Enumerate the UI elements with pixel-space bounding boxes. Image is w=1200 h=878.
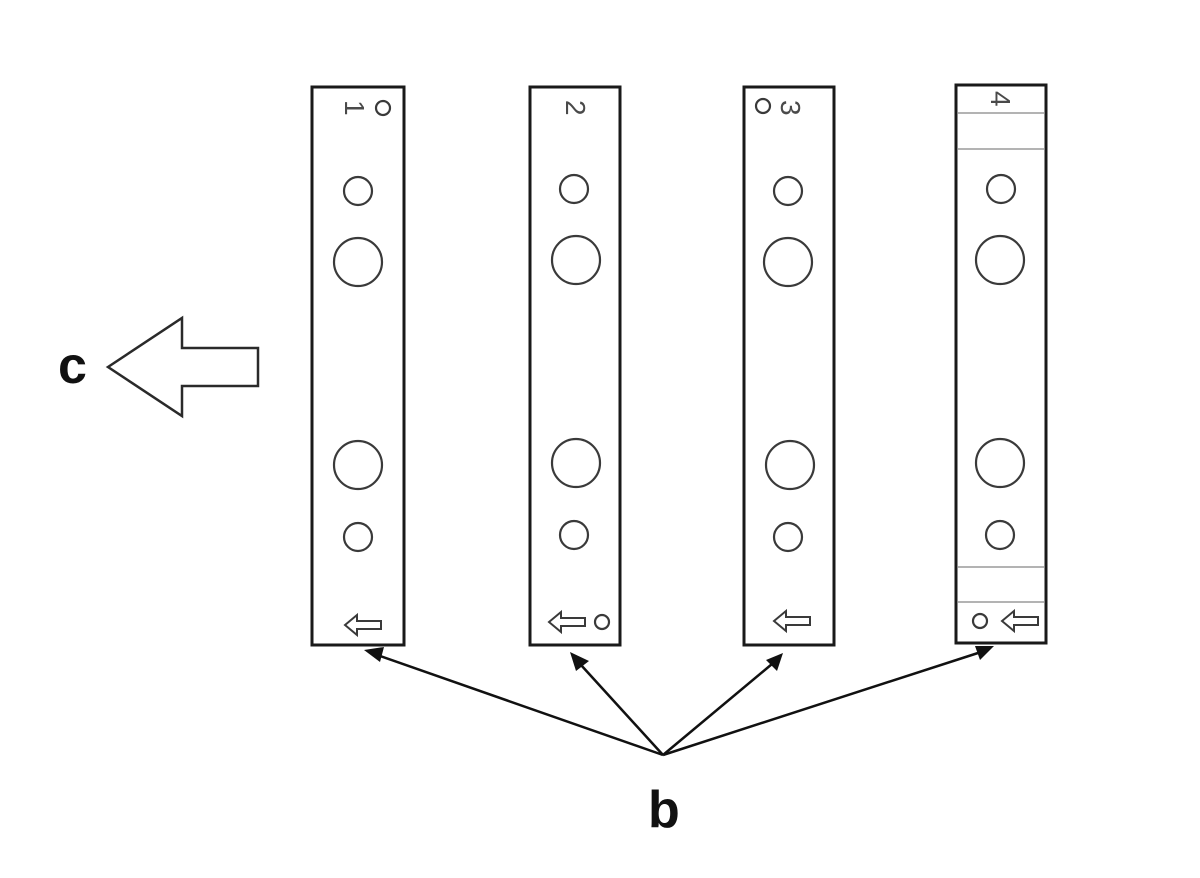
strip-4-large-hole-bottom bbox=[974, 437, 1026, 489]
strip-1-large-hole-top bbox=[332, 236, 384, 288]
strips-label: b bbox=[648, 781, 680, 839]
strip-3-direction-arrow-icon bbox=[772, 608, 811, 634]
direction-label: c bbox=[58, 337, 87, 395]
strip-1: 1 bbox=[310, 85, 406, 647]
leader-line-strip-3 bbox=[662, 663, 773, 756]
strip-2-small-hole-top bbox=[558, 173, 590, 205]
strip-4-small-hole-bottom bbox=[984, 519, 1016, 551]
strip-4-large-hole-top bbox=[974, 234, 1026, 286]
strip-4-small-hole-top bbox=[985, 173, 1017, 205]
strip-1-large-hole-bottom bbox=[332, 439, 384, 491]
leader-arrowhead-strip-1 bbox=[364, 647, 384, 662]
leader-arrowhead-strip-4 bbox=[975, 646, 994, 660]
direction-arrow bbox=[105, 315, 260, 419]
strip-1-small-hole-bottom bbox=[342, 521, 374, 553]
strip-4-direction-arrow-icon bbox=[1000, 608, 1039, 634]
strip-4-marker-hole bbox=[971, 612, 989, 630]
strip-2-number: 2 bbox=[560, 100, 591, 116]
strip-1-direction-arrow-icon bbox=[343, 612, 382, 638]
strip-3-large-hole-bottom bbox=[764, 439, 816, 491]
leader-line-strip-2 bbox=[580, 664, 664, 756]
leader-arrowhead-strip-3 bbox=[766, 653, 783, 671]
leader-arrowhead-strip-2 bbox=[570, 652, 589, 671]
strip-2-large-hole-top bbox=[550, 234, 602, 286]
strip-2: 2 bbox=[528, 85, 622, 647]
strip-2-marker-hole bbox=[593, 613, 611, 631]
strip-3-number: 3 bbox=[775, 100, 806, 116]
strip-1-outline bbox=[310, 85, 406, 647]
strip-2-small-hole-bottom bbox=[558, 519, 590, 551]
strip-4-number: 4 bbox=[985, 91, 1016, 107]
leader-lines bbox=[364, 646, 994, 757]
strip-2-direction-arrow-icon bbox=[547, 609, 586, 635]
strip-1-number: 1 bbox=[339, 100, 370, 116]
strip-3: 3 bbox=[742, 85, 836, 647]
strip-3-small-hole-bottom bbox=[772, 521, 804, 553]
strip-1-marker-hole bbox=[374, 99, 392, 117]
strip-3-outline bbox=[742, 85, 836, 647]
strip-3-large-hole-top bbox=[762, 236, 814, 288]
strip-3-marker-hole bbox=[754, 97, 772, 115]
leader-line-strip-1 bbox=[379, 654, 664, 757]
strip-3-small-hole-top bbox=[772, 175, 804, 207]
leader-line-strip-4 bbox=[662, 651, 979, 757]
strip-4-outline bbox=[954, 83, 1048, 645]
strip-2-large-hole-bottom bbox=[550, 437, 602, 489]
strip-1-small-hole-top bbox=[342, 175, 374, 207]
strip-4: 4 bbox=[954, 83, 1048, 645]
strip-2-outline bbox=[528, 85, 622, 647]
